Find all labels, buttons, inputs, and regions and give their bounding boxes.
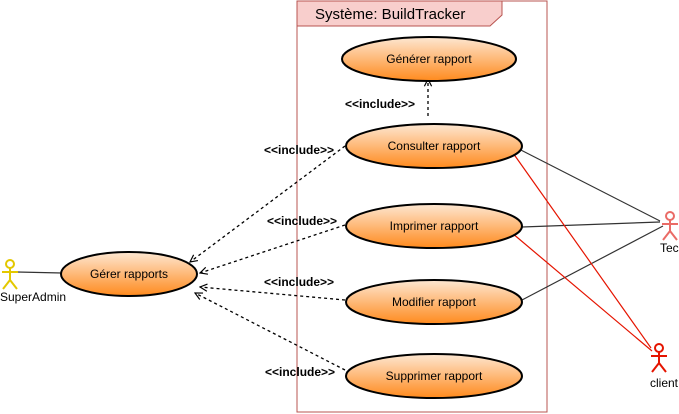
stick-figure-icon xyxy=(2,259,18,290)
assoc-modifier-tech xyxy=(521,225,664,301)
use-case-label: Supprimer rapport xyxy=(386,369,483,383)
use-case-imprimer-rapport[interactable]: Imprimer rapport xyxy=(345,203,523,249)
include-label-supprimer: <<include>> xyxy=(265,365,335,379)
include-label-imprimer: <<include>> xyxy=(267,214,337,228)
include-label-consulter: <<include>> xyxy=(264,143,334,157)
actor-superadmin[interactable]: SuperAdmin xyxy=(0,259,66,304)
include-relations xyxy=(190,79,428,371)
stick-figure-icon xyxy=(651,343,667,373)
use-case-label: Imprimer rapport xyxy=(390,219,479,233)
assoc-imprimer-tech xyxy=(521,221,661,228)
include-label-generer: <<include>> xyxy=(345,97,415,111)
assoc-consulter-tech xyxy=(512,145,661,222)
use-case-consulter-rapport[interactable]: Consulter rapport xyxy=(345,123,523,169)
assoc-imprimer-client xyxy=(511,232,653,352)
system-header xyxy=(296,0,503,27)
include-supprimer-gerer xyxy=(195,293,346,371)
include-consulter-gerer xyxy=(190,145,346,262)
actor-label: client xyxy=(650,376,679,390)
use-case-label: Générer rapport xyxy=(386,52,472,66)
assoc-superadmin-gerer xyxy=(16,271,63,274)
include-modifier-gerer xyxy=(200,287,346,301)
use-case-modifier-rapport[interactable]: Modifier rapport xyxy=(345,279,523,325)
actor-client[interactable]: client xyxy=(650,343,679,390)
system-title: Système: BuildTracker xyxy=(315,6,465,23)
actor-label: SuperAdmin xyxy=(0,290,66,304)
actor-tech[interactable]: Tec xyxy=(660,211,679,255)
include-imprimer-gerer xyxy=(200,224,346,273)
use-case-label: Gérer rapports xyxy=(90,267,168,281)
actor-label: Tec xyxy=(660,241,679,255)
include-label-modifier: <<include>> xyxy=(264,275,334,289)
use-case-label: Modifier rapport xyxy=(392,295,477,309)
system-boundary: Système: BuildTracker xyxy=(296,0,548,413)
associations xyxy=(16,145,664,352)
stick-figure-icon xyxy=(662,211,678,241)
use-case-supprimer-rapport[interactable]: Supprimer rapport xyxy=(345,353,523,399)
use-case-label: Consulter rapport xyxy=(388,139,481,153)
use-case-gerer-rapports[interactable]: Gérer rapports xyxy=(60,251,198,297)
use-case-generer-rapport[interactable]: Générer rapport xyxy=(341,36,517,82)
assoc-consulter-client xyxy=(512,152,652,349)
